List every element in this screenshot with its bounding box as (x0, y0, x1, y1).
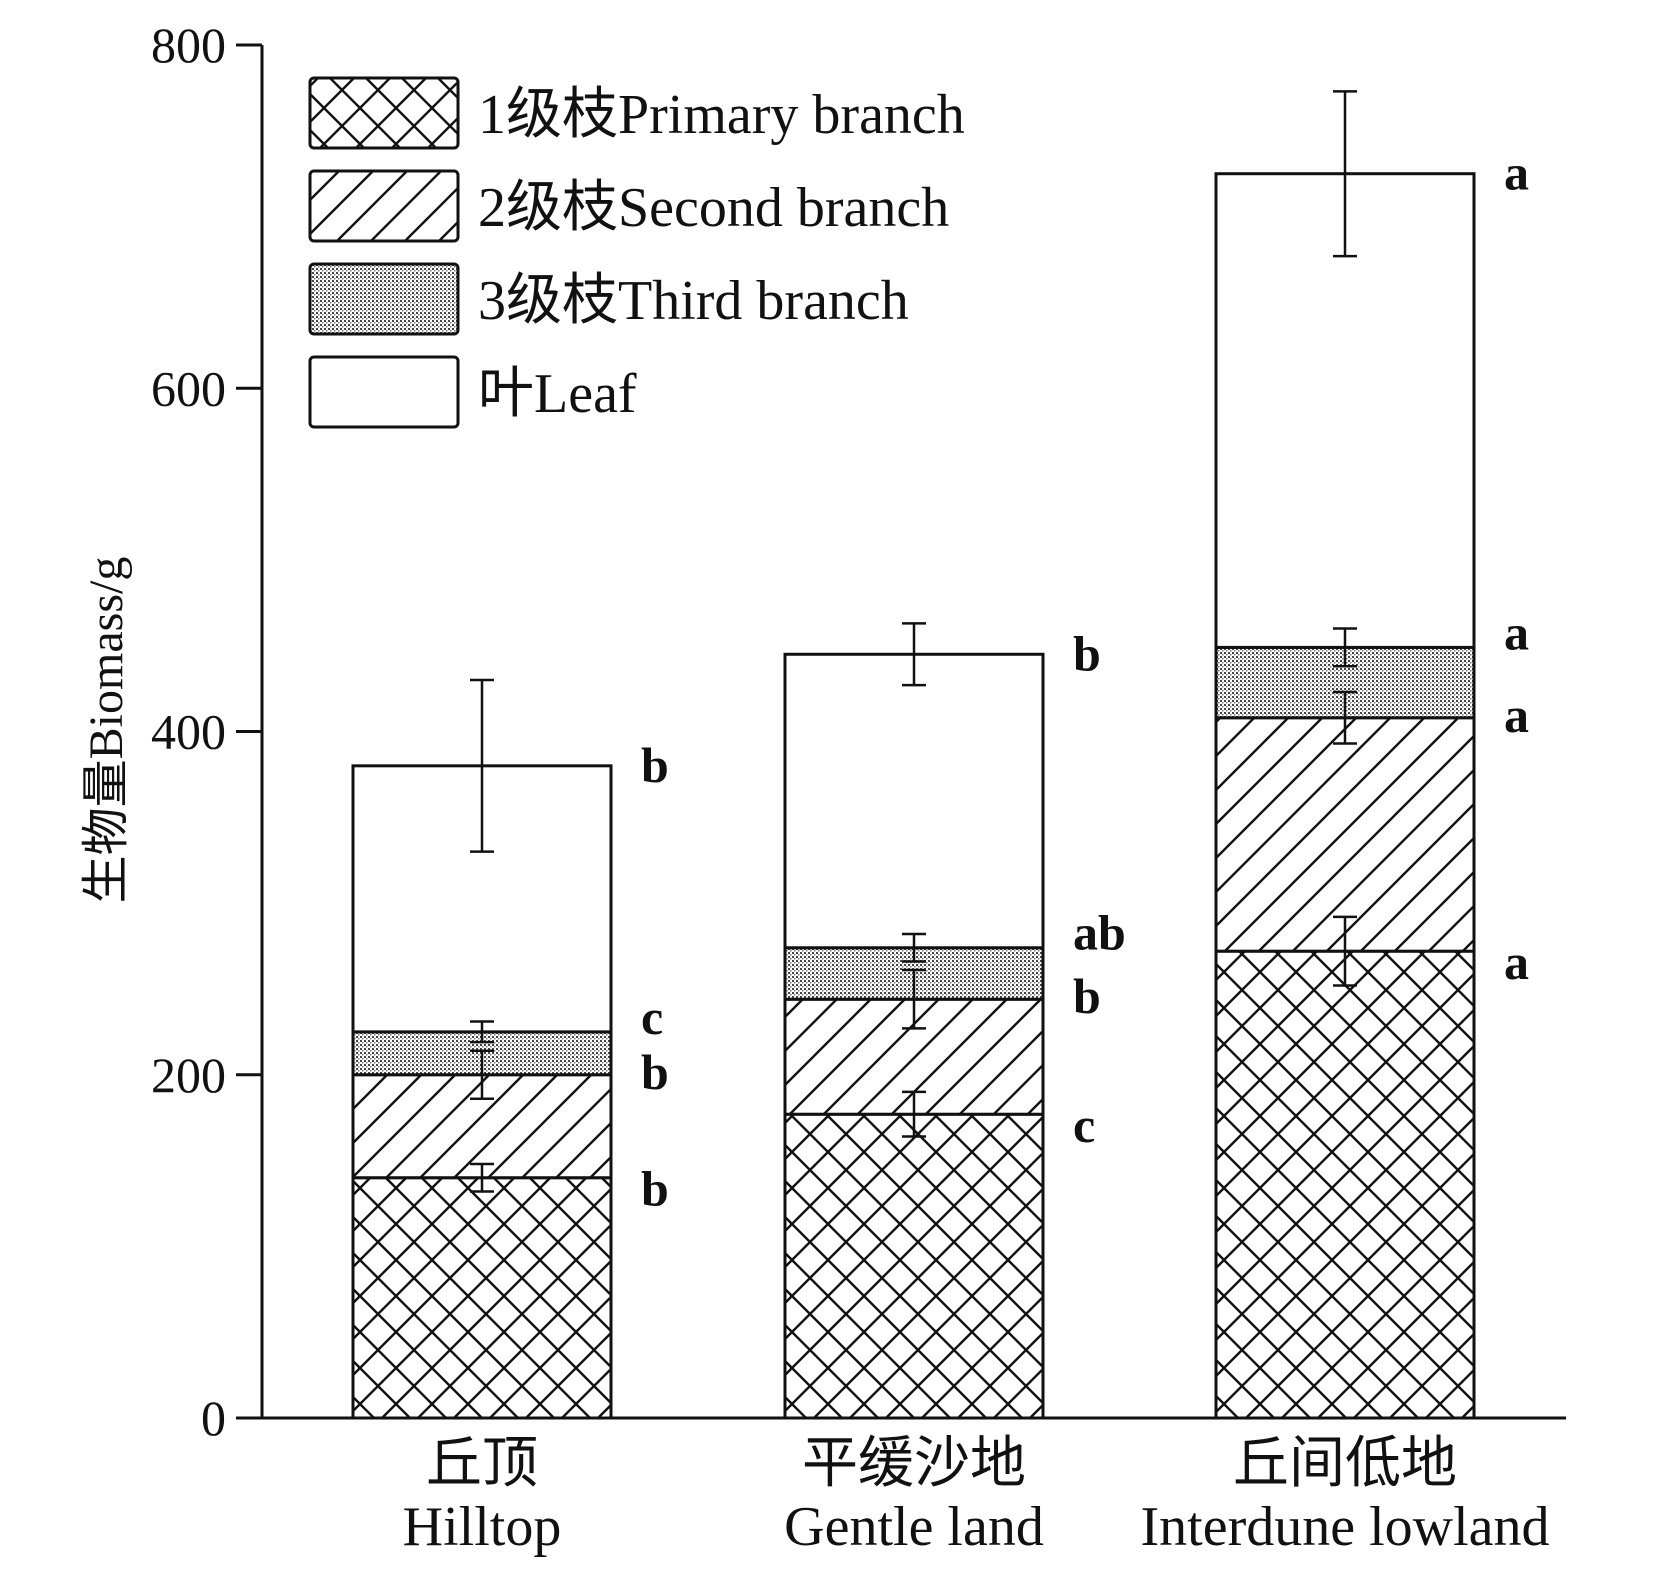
legend-label: 叶Leaf (478, 363, 637, 425)
significance-letter: b (641, 1161, 669, 1217)
y-tick-label: 600 (151, 360, 226, 416)
bar-segment (1214, 716, 1476, 953)
bar-segment (783, 1112, 1045, 1420)
y-tick-label: 400 (151, 704, 226, 760)
legend-swatch (308, 169, 460, 243)
legend-swatch (308, 355, 460, 429)
error-bars-group (470, 90, 1357, 1193)
legend-label: 3级枝Third branch (478, 270, 909, 332)
significance-letter: a (1504, 687, 1529, 743)
category-label-en: Hilltop (403, 1496, 562, 1558)
bar-segment (783, 652, 1045, 950)
category-label-en: Interdune lowland (1141, 1496, 1550, 1558)
significance-letter: c (641, 989, 663, 1045)
legend-label: 2级枝Second branch (478, 177, 949, 239)
significance-letter: b (641, 1044, 669, 1100)
bar-segment (1214, 949, 1476, 1420)
bars-group (351, 172, 1476, 1420)
significance-letter: a (1504, 934, 1529, 990)
significance-letter: c (1073, 1097, 1095, 1153)
category-label-en: Gentle land (784, 1496, 1044, 1558)
significance-letter: b (641, 737, 669, 793)
legend-label: 1级枝Primary branch (478, 84, 965, 146)
significance-letter: b (1073, 968, 1101, 1024)
significance-letter: ab (1073, 905, 1126, 961)
bar-segment (351, 1176, 613, 1420)
significance-letter: b (1073, 625, 1101, 681)
y-tick-label: 0 (201, 1390, 226, 1446)
y-axis-label: 生物量Biomass/g (80, 557, 133, 904)
significance-letter: a (1504, 604, 1529, 660)
category-label-cn: 丘间低地 (1233, 1433, 1457, 1495)
legend-swatch (308, 262, 460, 336)
significance-letter: a (1504, 145, 1529, 201)
category-label-cn: 丘顶 (426, 1433, 538, 1495)
y-tick-label: 200 (151, 1047, 226, 1103)
y-ticks: 0 200 400 600 800 (151, 17, 262, 1446)
y-tick-label: 800 (151, 17, 226, 73)
category-label-cn: 平缓沙地 (802, 1433, 1026, 1495)
legend: 1级枝Primary branch 2级枝Second branch 3级枝Thir… (308, 76, 965, 429)
legend-swatch (308, 76, 460, 150)
